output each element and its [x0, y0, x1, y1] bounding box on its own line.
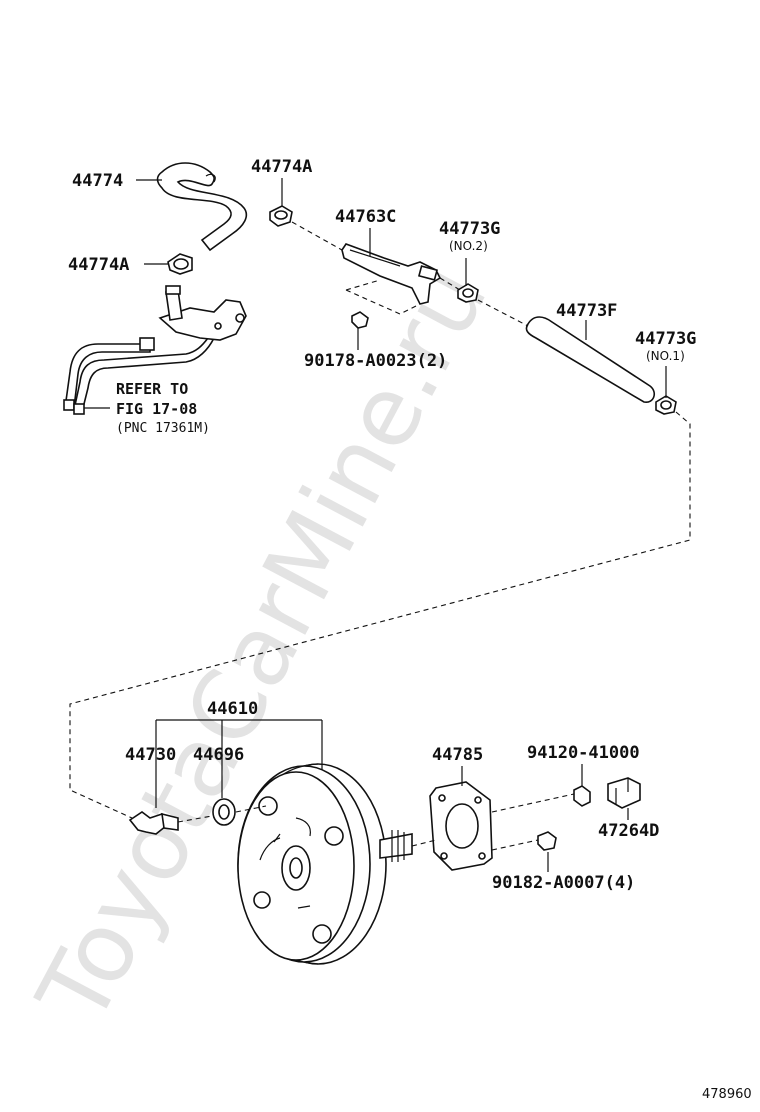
- label-44763C: 44763C: [335, 207, 396, 227]
- pipe-44763C[interactable]: [341, 243, 442, 305]
- clip-44774A-top[interactable]: [269, 205, 293, 227]
- label-44610: 44610: [207, 699, 258, 719]
- label-44774A-top: 44774A: [251, 157, 312, 177]
- image-code: 478960: [702, 1087, 752, 1102]
- dash-line-i: [411, 839, 539, 851]
- gasket-44785[interactable]: [429, 781, 493, 871]
- vacuum-pipe-assembly[interactable]: [63, 285, 247, 415]
- refer-line-2: FIG 17-08: [116, 400, 197, 418]
- dash-line-b: [345, 279, 421, 315]
- nut-90178[interactable]: [351, 311, 369, 329]
- hose-44774[interactable]: [156, 162, 248, 252]
- dash-line-c: [439, 277, 461, 291]
- label-44773G-no2: 44773G: [439, 219, 500, 239]
- cap-94120[interactable]: [573, 785, 591, 807]
- dash-line-f: [177, 815, 213, 823]
- label-44785: 44785: [432, 745, 483, 765]
- check-valve-44730[interactable]: [128, 811, 179, 835]
- label-44774: 44774: [72, 171, 123, 191]
- label-44773G-no1: 44773G: [635, 329, 696, 349]
- refer-line-1: REFER TO: [116, 380, 188, 398]
- dash-line-d: [477, 299, 529, 327]
- label-90178: 90178-A0023(2): [304, 351, 447, 371]
- label-44774A-left: 44774A: [68, 255, 129, 275]
- dash-line-e: [69, 411, 691, 819]
- label-94120: 94120-41000: [527, 743, 640, 763]
- label-47264D: 47264D: [598, 821, 659, 841]
- dash-line-a: [291, 221, 343, 251]
- label-no2: (NO.2): [449, 239, 488, 253]
- label-44696: 44696: [193, 745, 244, 765]
- label-90182: 90182-A0007(4): [492, 873, 635, 893]
- clip-44773G-no2[interactable]: [457, 283, 479, 303]
- nut-90182[interactable]: [537, 831, 557, 851]
- refer-line-3: (PNC 17361M): [116, 421, 210, 436]
- brake-booster-44610[interactable]: [237, 763, 413, 965]
- clip-44774A-left[interactable]: [167, 253, 193, 275]
- label-44773F: 44773F: [556, 301, 617, 321]
- leader-44610: [155, 719, 323, 808]
- label-44730: 44730: [125, 745, 176, 765]
- hose-44773F[interactable]: [525, 316, 656, 403]
- clip-44773G-no1[interactable]: [655, 395, 677, 415]
- dash-line-h: [491, 793, 575, 813]
- bracket-47264D[interactable]: [607, 777, 641, 809]
- label-no1: (NO.1): [646, 349, 685, 363]
- grommet-44696[interactable]: [212, 798, 236, 826]
